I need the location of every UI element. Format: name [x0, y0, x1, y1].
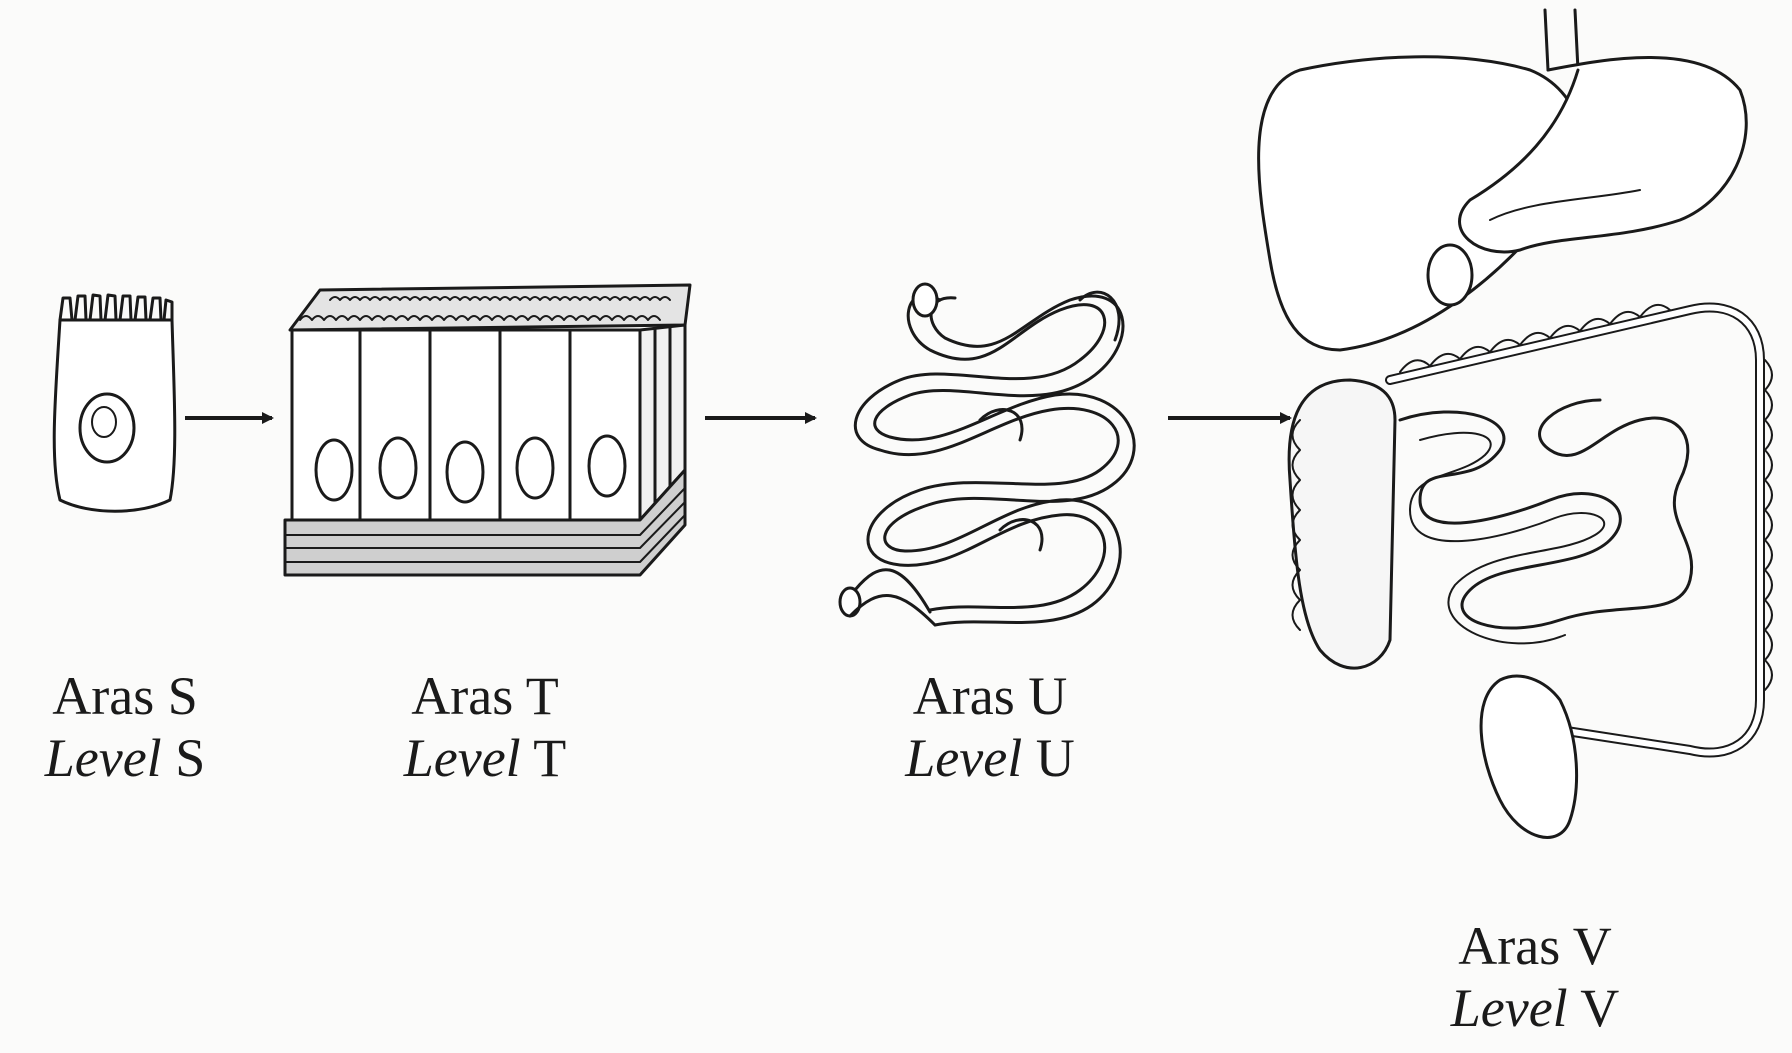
level-u-label: Aras U Level U	[880, 665, 1100, 789]
level-word: Level	[404, 728, 521, 788]
level-letter: V	[1580, 978, 1619, 1038]
aras-t-text: Aras T	[360, 665, 610, 727]
tissue-illustration	[285, 285, 690, 575]
level-v-label: Aras V Level V	[1420, 915, 1650, 1039]
system-illustration	[1259, 10, 1772, 837]
aras-s-text: Aras S	[20, 665, 230, 727]
aras-v-text: Aras V	[1420, 915, 1650, 977]
level-word: Level	[45, 728, 162, 788]
level-letter: T	[533, 728, 566, 788]
level-word: Level	[905, 728, 1022, 788]
cell-illustration	[54, 295, 175, 511]
organ-illustration	[840, 284, 1134, 625]
level-word: Level	[1451, 978, 1568, 1038]
level-letter: S	[175, 728, 205, 788]
level-letter: U	[1036, 728, 1075, 788]
aras-u-text: Aras U	[880, 665, 1100, 727]
level-s-label: Aras S Level S	[20, 665, 230, 789]
level-t-label: Aras T Level T	[360, 665, 610, 789]
